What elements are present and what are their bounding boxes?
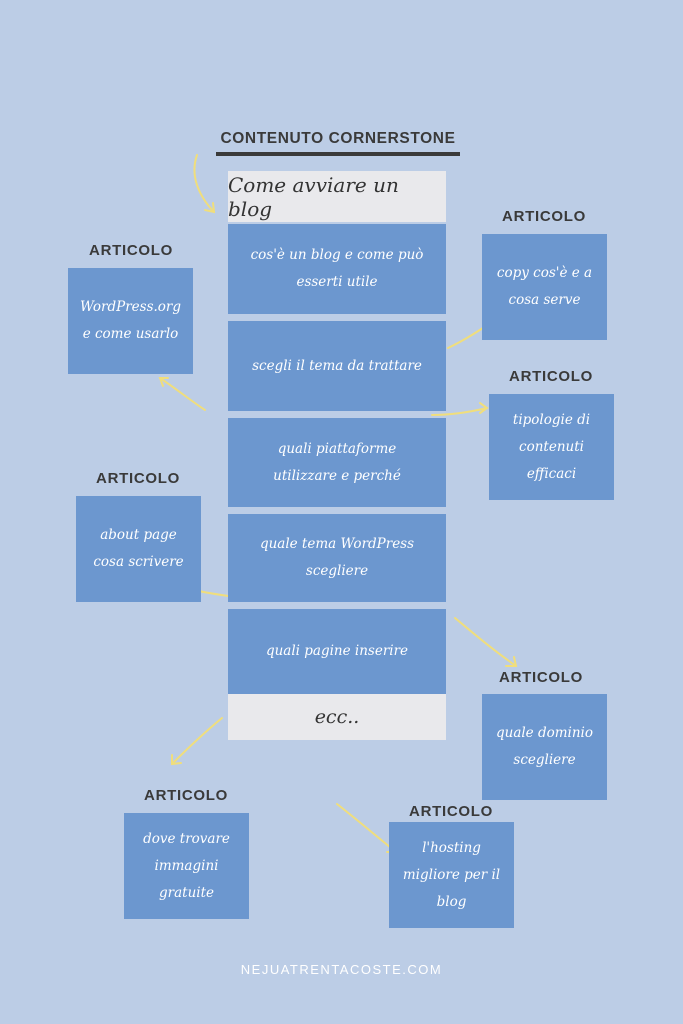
step-box-4: quale tema WordPress scegliere: [228, 514, 446, 602]
article-box-about-page: about page cosa scrivere: [76, 496, 201, 602]
arrow-to-wordpress-org: [158, 377, 206, 411]
article-box-tipologie: tipologie di contenuti efficaci: [489, 394, 614, 500]
article-box-wordpress-org: WordPress.org e come usarlo: [68, 268, 193, 374]
site-url: NEJUATRENTACOSTE.COM: [240, 962, 443, 977]
step-box-3: quali piattaforme utilizzare e perché: [228, 418, 446, 507]
arrow-to-immagini: [171, 717, 223, 766]
article-box-dominio: quale dominio scegliere: [482, 694, 607, 800]
article-label-hosting: ARTICOLO: [409, 803, 493, 820]
cornerstone-footer: ecc..: [228, 694, 446, 740]
article-label-copy: ARTICOLO: [502, 208, 586, 225]
article-label-immagini: ARTICOLO: [144, 787, 228, 804]
article-label-wordpress-org: ARTICOLO: [89, 242, 173, 259]
arrow-to-tipologie: [431, 402, 489, 416]
article-label-tipologie: ARTICOLO: [509, 368, 593, 385]
arrow-to-dominio: [454, 617, 518, 667]
page-title: CONTENUTO CORNERSTONE: [216, 130, 460, 156]
step-box-2: scegli il tema da trattare: [228, 321, 446, 411]
arrow-title-to-column: [193, 154, 216, 214]
article-box-copy: copy cos'è e a cosa serve: [482, 234, 607, 340]
article-box-hosting: l'hosting migliore per il blog: [389, 822, 514, 928]
article-label-dominio: ARTICOLO: [499, 669, 583, 686]
step-box-5: quali pagine inserire: [228, 609, 446, 694]
article-label-about-page: ARTICOLO: [96, 470, 180, 487]
article-box-immagini: dove trovare immagini gratuite: [124, 813, 249, 919]
step-box-1: cos'è un blog e come può esserti utile: [228, 224, 446, 314]
cornerstone-heading: Come avviare un blog: [228, 171, 446, 222]
